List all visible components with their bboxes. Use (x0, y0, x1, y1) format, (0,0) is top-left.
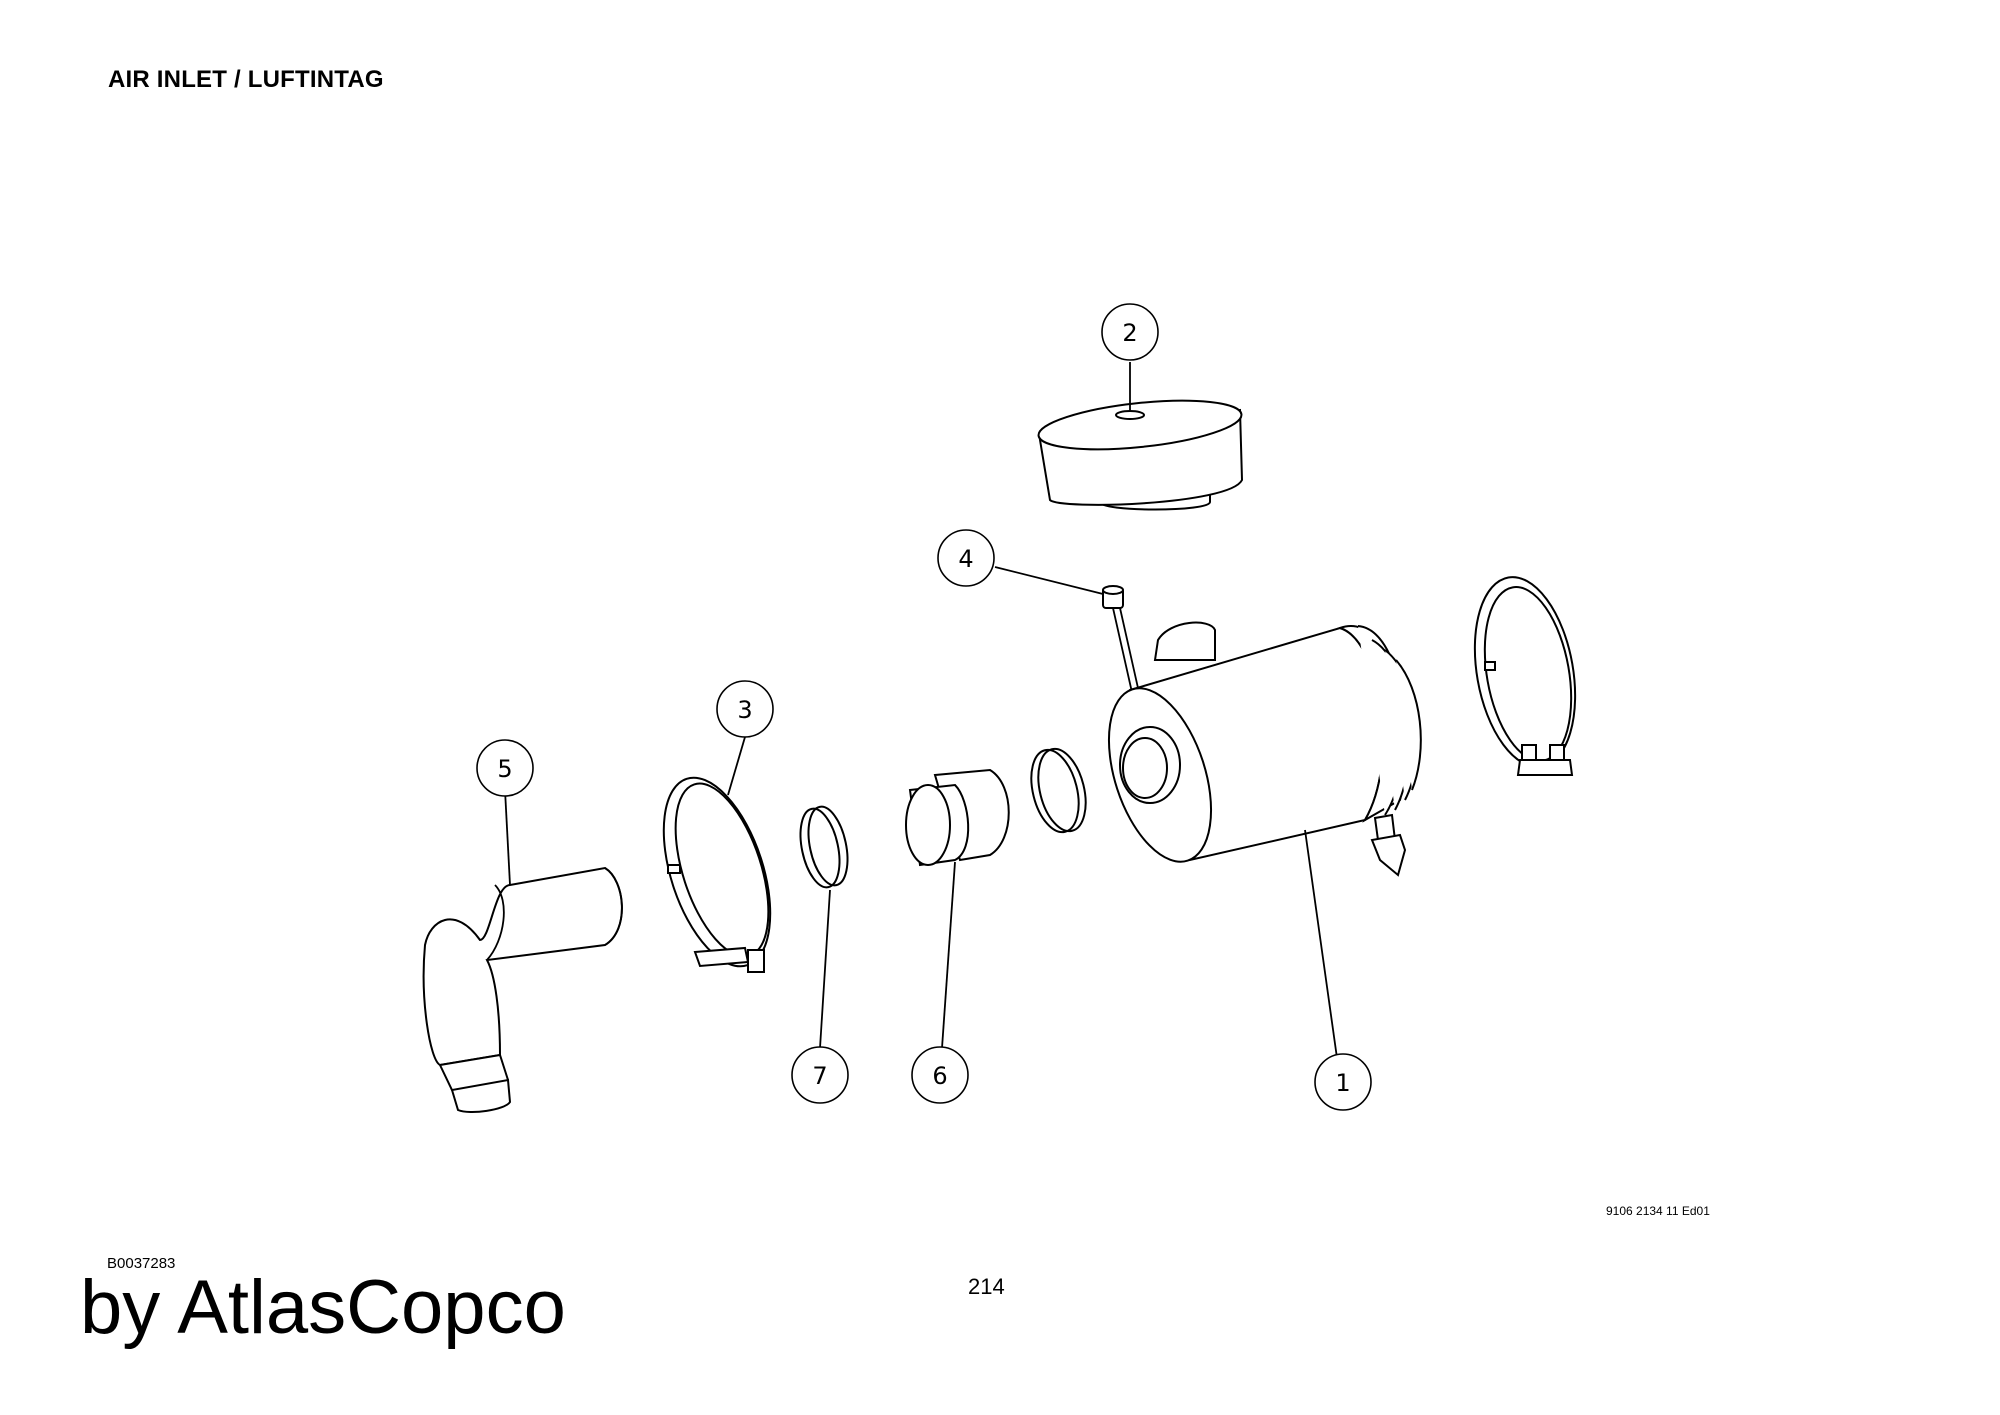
page-title: AIR INLET / LUFTINTAG (108, 66, 384, 93)
svg-text:2: 2 (1122, 319, 1137, 347)
leader-7 (819, 889, 831, 1049)
callout-4: 4 (937, 529, 995, 587)
drawing-code: B0037283 (107, 1255, 176, 1272)
part-cover-cap (1037, 399, 1244, 511)
part-hose-clamp (662, 776, 772, 973)
part-small-ring (1030, 747, 1087, 834)
callout-2: 2 (1101, 303, 1159, 361)
part-large-hose-clamp-right (1473, 576, 1577, 776)
callout-5: 5 (476, 739, 534, 797)
leader-1 (1304, 829, 1338, 1059)
svg-text:6: 6 (932, 1062, 947, 1090)
leader-6 (941, 861, 956, 1049)
brand-text: by AtlasCopco (80, 1265, 566, 1350)
document-number: 9106 2134 11 Ed01 (1606, 1204, 1710, 1218)
leader-4 (994, 566, 1104, 595)
leader-3 (727, 736, 746, 796)
leader-5 (504, 789, 511, 886)
part-elbow-hose (422, 866, 623, 1113)
callout-7: 7 (791, 1046, 849, 1104)
leader-lines (504, 362, 1338, 1059)
part-reducer-connector (905, 768, 1010, 867)
svg-text:3: 3 (737, 696, 752, 724)
part-air-filter-housing (1107, 621, 1422, 877)
svg-text:4: 4 (958, 545, 973, 573)
callout-1: 1 (1314, 1053, 1372, 1111)
svg-text:7: 7 (812, 1062, 827, 1090)
part-small-clamp (799, 805, 849, 889)
svg-text:5: 5 (497, 755, 512, 783)
callout-3: 3 (716, 680, 774, 738)
page-number: 214 (968, 1274, 1005, 1299)
callout-6: 6 (911, 1046, 969, 1104)
svg-text:1: 1 (1335, 1069, 1350, 1097)
